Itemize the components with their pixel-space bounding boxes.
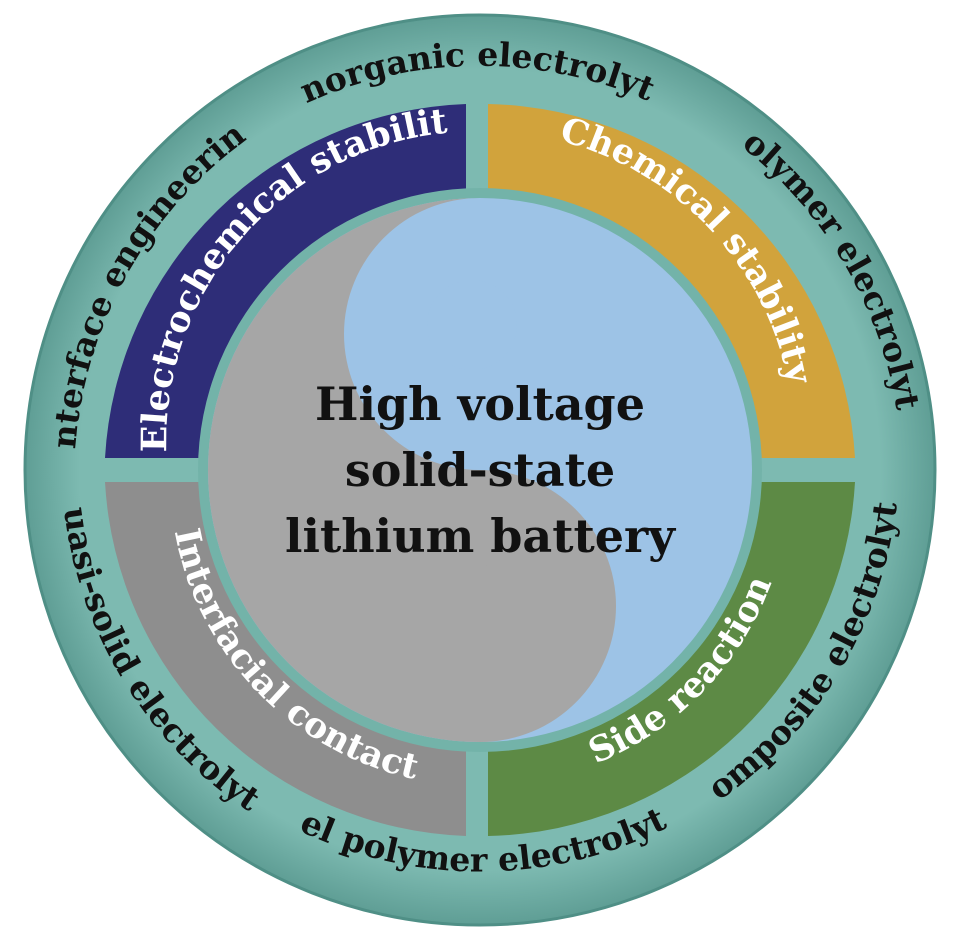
center-title: High voltage solid-state lithium battery <box>285 377 676 563</box>
yang-dot <box>427 280 517 370</box>
center-title-line-1: High voltage <box>315 377 645 431</box>
yin-yang-core <box>208 198 752 742</box>
center-title-line-3: lithium battery <box>285 509 676 563</box>
center-title-line-2: solid-state <box>345 443 615 497</box>
yin-dot <box>427 563 517 653</box>
